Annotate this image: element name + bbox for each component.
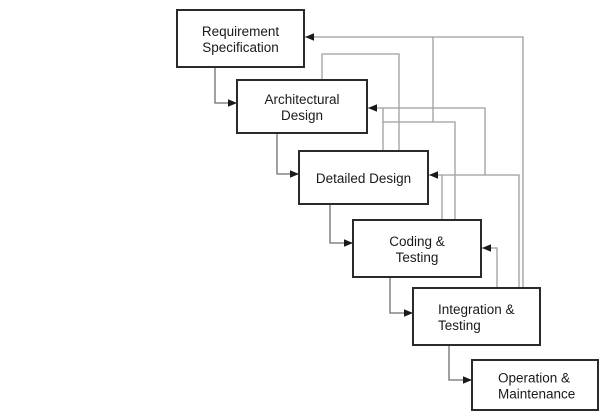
phase-label-detailed-design-line1: Detailed Design [316, 171, 411, 186]
connector-feedback-into-requirement [305, 36, 524, 288]
connector-forward-integration-to-operation [448, 345, 472, 381]
phase-label-requirement-specification-line2: Specification [202, 40, 279, 55]
phase-label-operation-maintenance-line2: Maintenance [498, 387, 575, 402]
phase-box-detailed-design [298, 150, 429, 205]
arrowhead-feedback-into-detailed [429, 171, 438, 179]
connector-forward-requirement-to-architectural [214, 67, 237, 104]
phase-label-architectural-design-line1: Architectural [264, 92, 339, 107]
phase-box-architectural-design [236, 79, 368, 134]
arrowhead-feedback-into-coding [482, 244, 491, 252]
phase-box-coding-testing [352, 219, 482, 278]
phase-box-operation-maintenance [471, 359, 599, 411]
phase-box-requirement-specification [176, 9, 305, 68]
phase-label-operation-maintenance-line1: Operation & [498, 371, 570, 386]
arrowhead-forward-requirement-to-architectural [228, 99, 237, 107]
arrowhead-feedback-into-architectural [368, 104, 377, 112]
connector-feedback-into-architectural [368, 107, 486, 175]
connector-forward-coding-to-integration [389, 277, 413, 314]
connector-forward-detailed-to-coding [329, 204, 353, 244]
phase-label-requirement-specification-line1: Requirement [202, 24, 280, 39]
phase-box-integration-testing [412, 287, 541, 346]
arrowhead-forward-architectural-to-detailed [290, 170, 299, 178]
phase-label-architectural-design-line2: Design [281, 108, 323, 123]
arrowhead-forward-integration-to-operation [463, 376, 472, 384]
arrowhead-forward-coding-to-integration [404, 309, 413, 317]
phase-label-coding-testing-line2: Testing [396, 250, 439, 265]
phase-label-integration-testing-line2: Testing [438, 318, 481, 333]
connector-feedback-bus-from-coding-top [382, 121, 456, 220]
connector-feedback-into-coding [482, 247, 498, 288]
arrowhead-feedback-into-requirement [305, 33, 314, 41]
phase-label-coding-testing-line1: Coding & [389, 234, 445, 249]
connector-feedback-toplink-detailed-to-architectural [321, 53, 400, 151]
arrowhead-forward-detailed-to-coding [344, 239, 353, 247]
connector-feedback-into-detailed [429, 174, 520, 288]
phase-label-integration-testing-line1: Integration & [438, 302, 515, 317]
connector-forward-architectural-to-detailed [276, 133, 299, 175]
